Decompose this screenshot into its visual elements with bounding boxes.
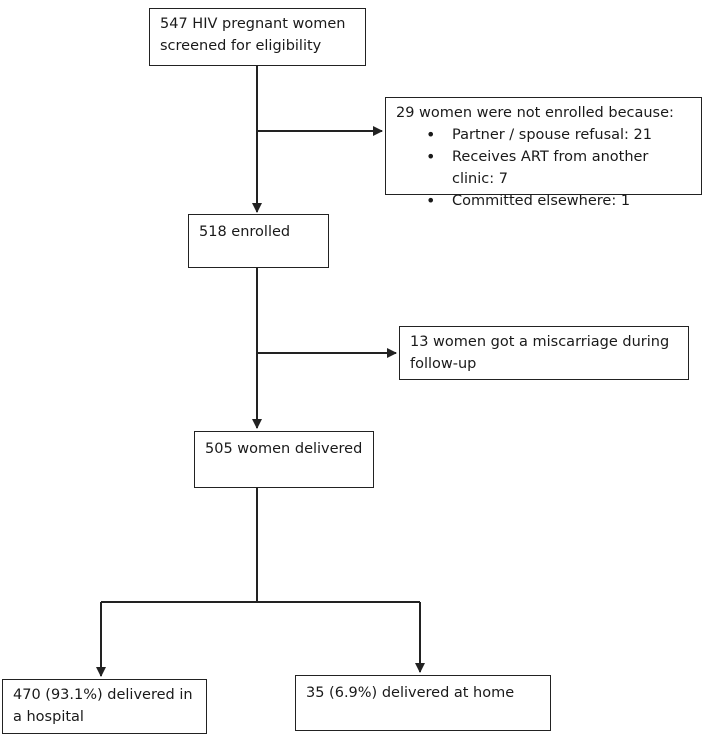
- reason-item: Partner / spouse refusal: 21: [426, 124, 691, 146]
- not-enrolled-box: 29 women were not enrolled because: Part…: [385, 97, 702, 212]
- home-box: 35 (6.9%) delivered at home: [295, 675, 551, 731]
- screened-box: 547 HIV pregnant women screened for elig…: [149, 8, 366, 66]
- not-enrolled-reasons: Partner / spouse refusal: 21 Receives AR…: [396, 124, 691, 212]
- home-text: 35 (6.9%) delivered at home: [306, 685, 515, 701]
- enrolled-box: 518 enrolled: [188, 214, 329, 268]
- hospital-text: 470 (93.1%) delivered in a hospital: [13, 687, 193, 725]
- reason-item: Receives ART from another clinic: 7: [426, 146, 691, 190]
- delivered-text: 505 women delivered: [205, 441, 363, 457]
- miscarriage-box: 13 women got a miscarriage during follow…: [399, 326, 689, 380]
- enrolled-text: 518 enrolled: [199, 224, 291, 240]
- screened-text: 547 HIV pregnant women screened for elig…: [160, 16, 346, 54]
- reason-item: Committed elsewhere: 1: [426, 190, 691, 212]
- miscarriage-text: 13 women got a miscarriage during follow…: [410, 334, 670, 372]
- hospital-box: 470 (93.1%) delivered in a hospital: [2, 679, 207, 734]
- delivered-box: 505 women delivered: [194, 431, 374, 488]
- not-enrolled-heading: 29 women were not enrolled because:: [396, 105, 674, 121]
